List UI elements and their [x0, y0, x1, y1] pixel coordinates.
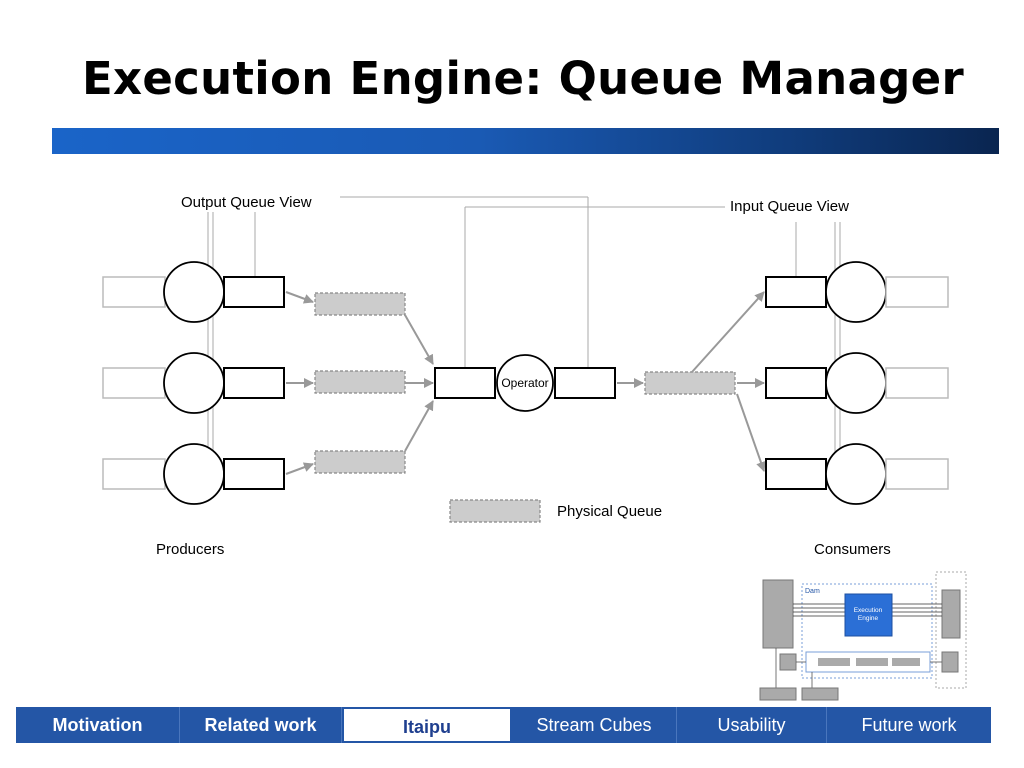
- nav-future-work[interactable]: Future work: [861, 715, 957, 735]
- nav-related-work[interactable]: Related work: [180, 707, 342, 743]
- nav-stream-cubes[interactable]: Stream Cubes: [512, 707, 677, 743]
- producer-1: [102, 261, 285, 323]
- arrows-queue-to-consumers: [691, 291, 766, 472]
- physical-queue-right: [644, 371, 736, 395]
- consumer-2: [765, 352, 949, 414]
- output-queue-view-label: Output Queue View: [181, 194, 312, 211]
- producer-3: [102, 443, 285, 505]
- slide-title: Execution Engine: Queue Manager: [82, 52, 964, 105]
- dam-label: Dam: [805, 588, 820, 595]
- engine-label-2: Engine: [858, 615, 879, 622]
- output-queue-view-leaders: [207, 196, 589, 471]
- consumer-3: [765, 443, 949, 505]
- consumer-1: [765, 261, 949, 323]
- producer-2: [102, 352, 285, 414]
- section-nav: Motivation Related work Itaipu Stream Cu…: [16, 707, 991, 743]
- operator-label: Operator: [501, 376, 548, 390]
- arrows-producers-to-queues: [285, 291, 314, 475]
- producers-label: Producers: [156, 541, 224, 558]
- input-queue-view-leaders: [464, 206, 841, 470]
- execution-engine-box: [844, 593, 893, 637]
- physical-queue-legend-label: Physical Queue: [557, 503, 662, 520]
- physical-queues-left: [314, 292, 406, 474]
- input-queue-view-label: Input Queue View: [730, 198, 849, 215]
- architecture-thumbnail: Dam Execution Engine: [759, 571, 967, 701]
- title-bar: [52, 128, 999, 154]
- nav-motivation[interactable]: Motivation: [16, 707, 180, 743]
- dam-box: [801, 583, 933, 679]
- engine-label-1: Execution: [854, 607, 883, 614]
- physical-queue-legend-swatch: [449, 499, 541, 523]
- nav-usability[interactable]: Usability: [677, 707, 827, 743]
- consumers-label: Consumers: [814, 541, 891, 558]
- arrows-queues-to-operator: [404, 314, 434, 452]
- nav-itaipu[interactable]: Itaipu: [342, 707, 512, 743]
- operator: Operator: [434, 354, 616, 412]
